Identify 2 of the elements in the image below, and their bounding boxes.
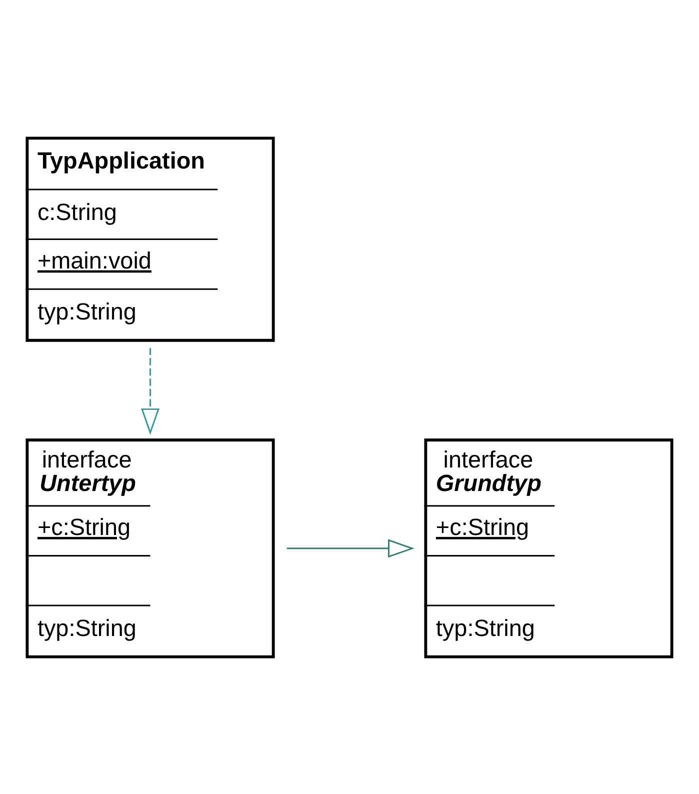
arrow (286, 538, 414, 558)
arrow (141, 347, 160, 434)
